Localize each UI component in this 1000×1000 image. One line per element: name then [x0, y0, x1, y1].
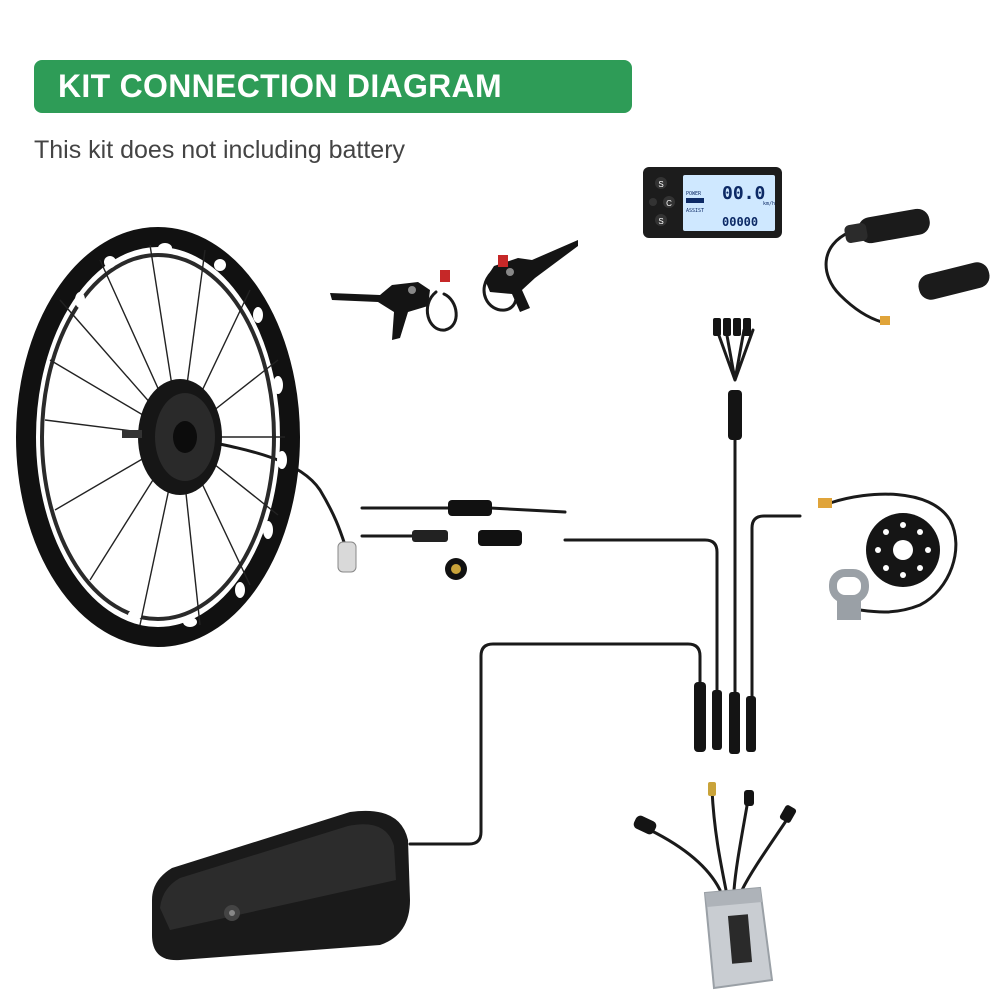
display-power-bar [686, 198, 704, 203]
cable-brake-left [425, 290, 458, 332]
throttle-connector [880, 316, 890, 325]
cable-wheel-motor [198, 438, 347, 547]
cable-throttle [824, 230, 884, 324]
controller-icon [633, 782, 797, 990]
motor-extension-cables-icon [412, 500, 522, 580]
lcd-display-icon: S C S 00.0 km/h POWER ASSIST 00000 [643, 167, 782, 238]
throttle-grips-icon [844, 208, 990, 325]
display-up-button[interactable] [655, 177, 667, 189]
throttle-grip-right [844, 208, 930, 244]
cable-battery-branch [408, 642, 702, 846]
cable-controller-2 [710, 788, 728, 892]
display-mode-label: C [666, 199, 672, 208]
pas-sensor-icon [818, 498, 940, 620]
cable-extension-top [360, 506, 567, 514]
title-banner: KIT CONNECTION DIAGRAM [34, 60, 632, 113]
display-down-button[interactable] [655, 214, 667, 226]
wheel-hub-motor-icon [16, 227, 357, 647]
display-speed: 00.0 [722, 183, 765, 204]
display-speed-unit: km/h [763, 201, 775, 207]
throttle-grip-left [918, 262, 990, 300]
brake-lever-right [485, 240, 578, 312]
cable-controller-4 [740, 813, 792, 892]
battery-icon [152, 810, 410, 961]
display-power-button[interactable] [649, 198, 657, 206]
cable-controller-3 [732, 798, 750, 892]
display-odometer: 00000 [722, 215, 758, 229]
cables [198, 230, 958, 892]
display-up-label: S [658, 180, 663, 189]
brake-lever-left [330, 270, 450, 340]
page-subtitle: This kit does not including battery [34, 136, 406, 164]
cable-pas-sensor [828, 492, 958, 614]
display-harness-icon [713, 318, 751, 440]
display-power-label: POWER [686, 191, 702, 197]
harness-plugs-icon [694, 682, 756, 754]
display-assist-label: ASSIST [686, 208, 704, 214]
display-mode-button[interactable] [663, 196, 675, 208]
brake-levers-icon [330, 240, 578, 340]
cable-controller-1 [648, 828, 722, 892]
page-title: KIT CONNECTION DIAGRAM [58, 68, 502, 104]
cable-pas-branch [750, 514, 802, 702]
cable-motor-branch [563, 538, 719, 702]
display-down-label: S [658, 217, 663, 226]
